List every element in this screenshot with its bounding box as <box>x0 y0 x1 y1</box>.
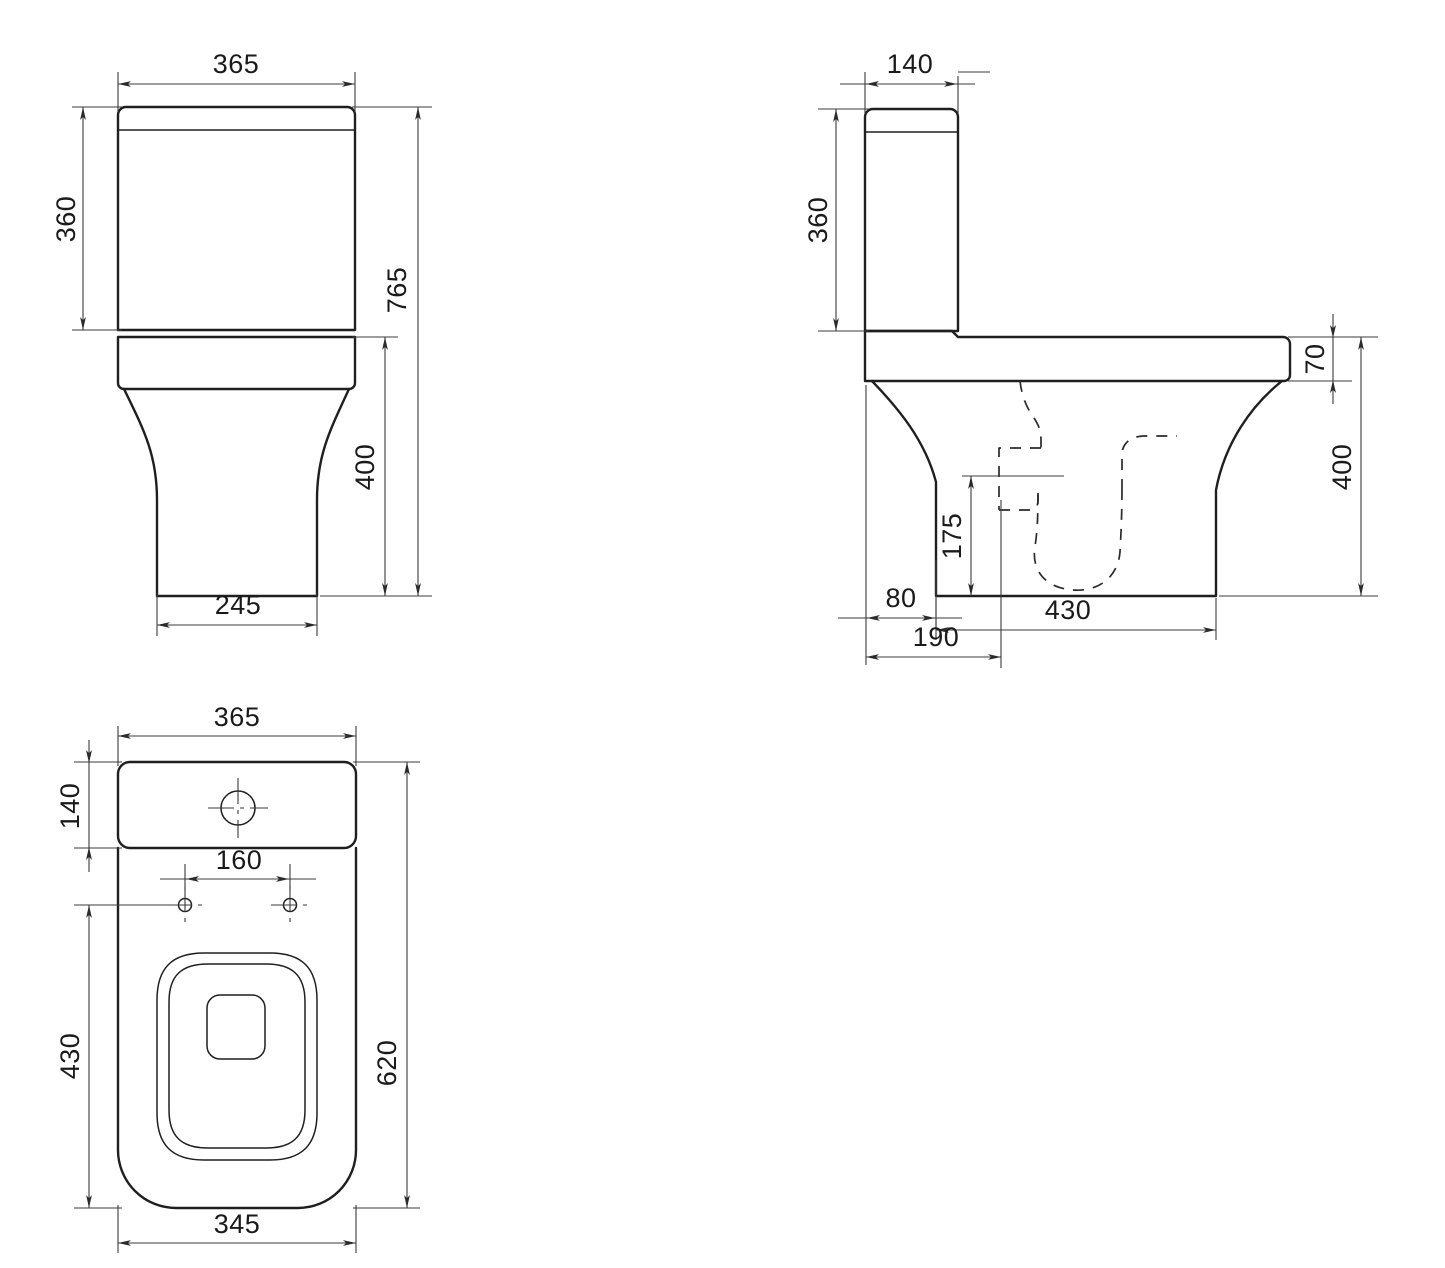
side-elevation-view: 140 360 70 400 175 80 430 <box>803 49 1378 668</box>
front-pan-rim-outline <box>116 335 357 391</box>
side-pan-rim-outline <box>863 329 1292 383</box>
side-trap-upper-hidden <box>998 447 1041 510</box>
side-pan-body-outline <box>870 379 1284 598</box>
side-dim-140-arrow-right <box>944 81 957 87</box>
plan-dim-160-arrow-left <box>186 876 199 882</box>
plan-dim-140-arrow-top <box>86 750 92 763</box>
side-dim-360-text: 360 <box>803 197 833 244</box>
plan-view: 365 140 160 430 620 345 <box>55 702 420 1253</box>
side-dim-140-text: 140 <box>887 49 934 79</box>
plan-dim-160-arrow-right <box>276 876 289 882</box>
side-dim-80-arrow-right <box>922 615 935 621</box>
side-cistern-outline <box>863 107 960 333</box>
front-pedestal-outline <box>122 387 351 598</box>
side-trap-u-bend-hidden <box>1033 489 1123 591</box>
side-dim-190-text: 190 <box>913 622 960 652</box>
front-dim-245-text: 245 <box>215 590 262 620</box>
side-dim-80-arrow-left <box>867 615 880 621</box>
plan-seat-inner-ring <box>168 963 306 1149</box>
plan-outlet-square <box>206 994 266 1060</box>
plan-seat-outer-ring <box>156 952 318 1161</box>
plan-dim-160-text: 160 <box>216 845 263 875</box>
plan-dim-345-text: 345 <box>214 1209 261 1239</box>
plan-pan-outline <box>116 846 358 1210</box>
side-dim-140-arrow-left <box>866 81 879 87</box>
side-flush-passage-hidden <box>1019 380 1042 448</box>
front-dim-365-text: 365 <box>213 49 260 79</box>
plan-dim-430-text: 430 <box>55 1033 85 1080</box>
plan-cistern-outline <box>116 760 358 850</box>
front-dim-765-text: 765 <box>382 267 412 314</box>
front-elevation-view: 365 360 765 400 245 <box>51 49 432 636</box>
plan-dim-140-arrow-bottom <box>86 847 92 860</box>
side-trap-outlet-hidden <box>1121 435 1177 490</box>
side-dim-400-text: 400 <box>1327 444 1357 491</box>
front-dim-400-text: 400 <box>350 444 380 491</box>
side-dim-80-text: 80 <box>885 583 916 613</box>
plan-dim-365-text: 365 <box>214 702 261 732</box>
side-dim-70-arrow-bottom <box>1330 380 1336 393</box>
side-dim-175-text: 175 <box>937 513 967 560</box>
side-dim-70-text: 70 <box>1300 343 1330 374</box>
side-trap-lower-step-hidden <box>999 493 1039 511</box>
plan-dim-140-text: 140 <box>55 783 85 830</box>
side-dim-430-text: 430 <box>1045 595 1092 625</box>
front-dim-360-text: 360 <box>51 196 81 243</box>
side-dim-70-arrow-top <box>1330 325 1336 338</box>
front-cistern-outline <box>116 105 357 332</box>
plan-dim-620-text: 620 <box>372 1040 402 1087</box>
